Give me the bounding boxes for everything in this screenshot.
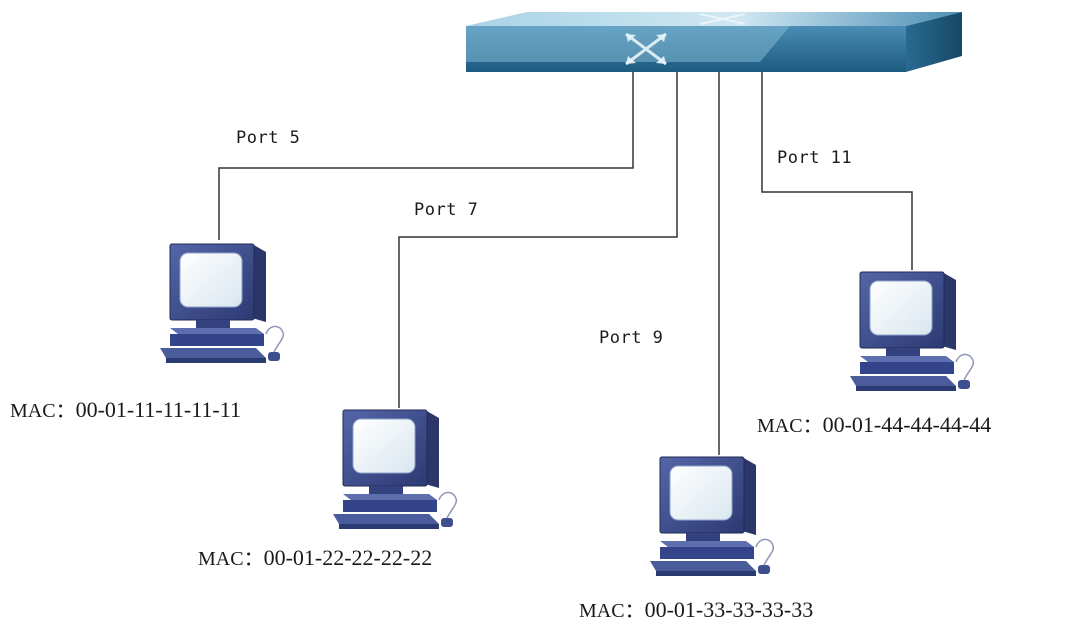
mac-prefix: MAC： bbox=[198, 548, 264, 570]
cable-port-11 bbox=[761, 70, 913, 270]
computer-icon bbox=[332, 409, 458, 530]
computer-icon bbox=[849, 271, 975, 392]
computer-icon bbox=[649, 456, 775, 577]
port-label-port-7: Port 7 bbox=[414, 200, 479, 220]
mac-address: 00-01-11-11-11-11 bbox=[75, 397, 241, 422]
mac-label-host-3: MAC：00-01-33-33-33-33 bbox=[579, 594, 813, 619]
port-label-port-11: Port 11 bbox=[777, 148, 853, 168]
mac-label-host-4: MAC：00-01-44-44-44-44 bbox=[757, 409, 991, 438]
mac-prefix: MAC： bbox=[10, 400, 76, 422]
mac-label-host-1: MAC：00-01-11-11-11-11 bbox=[10, 394, 241, 423]
network-switch-icon bbox=[466, 12, 962, 72]
cable-port-7 bbox=[398, 70, 678, 408]
mac-prefix: MAC： bbox=[579, 600, 645, 619]
port-label-port-5: Port 5 bbox=[236, 128, 301, 148]
mac-prefix: MAC： bbox=[757, 415, 823, 437]
cable-port-5 bbox=[218, 70, 634, 240]
mac-address: 00-01-44-44-44-44 bbox=[822, 412, 992, 437]
mac-address: 00-01-33-33-33-33 bbox=[644, 597, 814, 619]
mac-address: 00-01-22-22-22-22 bbox=[263, 545, 433, 570]
computer-icon bbox=[159, 243, 285, 364]
port-label-port-9: Port 9 bbox=[599, 328, 664, 348]
mac-label-host-2: MAC：00-01-22-22-22-22 bbox=[198, 542, 432, 571]
